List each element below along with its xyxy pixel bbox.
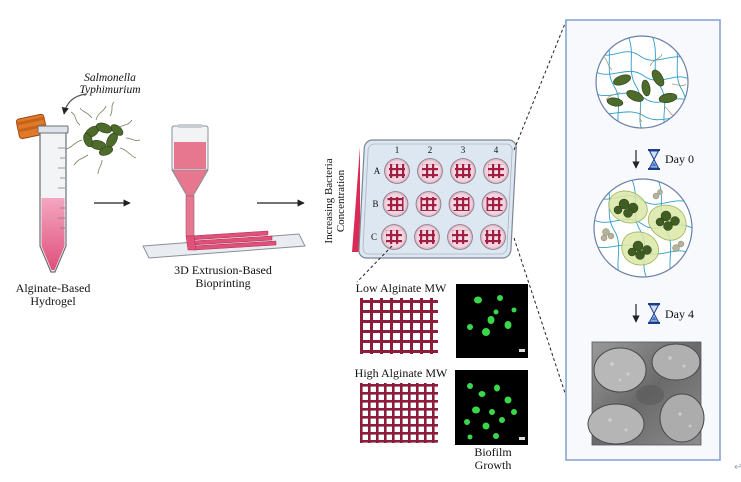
high-mw-microscopy-image xyxy=(455,370,528,445)
plate-well xyxy=(415,191,442,217)
hydrogel-label-line1: Alginate-Based xyxy=(16,281,91,295)
fluorescent-colony xyxy=(511,409,517,415)
plate-well xyxy=(483,158,509,184)
fluorescent-colony xyxy=(489,409,495,415)
fluorescent-colony xyxy=(499,417,505,423)
plate-well xyxy=(480,224,506,250)
fluorescent-colony xyxy=(478,391,486,397)
high-mw-section: High Alginate MW xyxy=(355,366,528,445)
fluorescent-colony xyxy=(467,324,473,330)
hydrogel-mesh-day0-circle xyxy=(595,35,689,129)
day0-marker: Day 0 xyxy=(632,149,694,170)
plate-well xyxy=(381,224,407,250)
plate-column-label: 1 xyxy=(395,145,400,155)
fluorescent-colony xyxy=(482,422,490,430)
hydrogel-label: Alginate-Based Hydrogel xyxy=(16,281,91,308)
concentration-gradient-wedge xyxy=(352,147,360,252)
plate-row-label: C xyxy=(371,232,377,242)
plate-well xyxy=(382,191,409,217)
plate-well xyxy=(384,158,410,184)
back-arrow-icon: ↵ xyxy=(734,462,741,473)
hourglass-icon xyxy=(648,149,660,170)
printing-label-line2: Bioprinting xyxy=(195,276,250,290)
biofilm-label: Biofilm Growth xyxy=(474,445,512,472)
plate-column-label: 3 xyxy=(461,145,466,155)
plate-column-labels: 1 2 3 4 xyxy=(395,145,499,155)
fluorescent-colony xyxy=(511,307,517,313)
axis-label-line1: Increasing Bacteria xyxy=(323,158,335,243)
plate-well xyxy=(414,224,440,250)
biofilm-label-line1: Biofilm xyxy=(474,445,512,459)
bioprinter-icon xyxy=(142,124,306,259)
plate-well xyxy=(448,191,475,217)
organism-name-line1: Salmonella xyxy=(84,72,136,84)
plate-well xyxy=(447,224,473,250)
plate-row-labels: A B C xyxy=(371,166,381,242)
printing-label: 3D Extrusion-Based Bioprinting xyxy=(174,263,272,290)
plate-well xyxy=(417,158,443,184)
day0-label: Day 0 xyxy=(665,152,694,166)
plate-column-label: 4 xyxy=(494,145,499,155)
high-mw-label: High Alginate MW xyxy=(355,366,448,380)
biofilm-forming-circle xyxy=(593,178,693,278)
hydrogel-label-line2: Hydrogel xyxy=(30,294,76,308)
biofilm-label-line2: Growth xyxy=(475,458,512,472)
fluorescent-colony xyxy=(487,316,495,324)
printing-label-line1: 3D Extrusion-Based xyxy=(174,263,272,277)
zoom-connector-top xyxy=(513,20,567,151)
plate-row-label: A xyxy=(374,166,381,176)
plate-row-label: B xyxy=(372,199,378,209)
high-mw-lattice-icon xyxy=(360,383,438,443)
plate-wells xyxy=(381,158,509,250)
fluorescent-colony xyxy=(504,321,512,329)
sem-micrograph xyxy=(587,341,705,446)
low-mw-section: Low Alginate MW xyxy=(356,281,528,358)
low-mw-label: Low Alginate MW xyxy=(356,281,447,295)
fluorescent-colony xyxy=(493,309,499,315)
organism-name-line2: Typhimurium xyxy=(79,84,140,96)
falcon-tube-icon xyxy=(15,113,69,273)
day4-label: Day 4 xyxy=(665,307,694,321)
fluorescent-colony xyxy=(493,433,499,439)
low-mw-lattice-icon xyxy=(360,298,438,354)
plate-well xyxy=(450,158,476,184)
fluorescent-colony xyxy=(482,328,490,336)
fluorescent-colony xyxy=(504,396,512,404)
bacteria-cluster-icon xyxy=(65,101,141,175)
fluorescent-colony xyxy=(464,419,470,425)
organism-pointer-arrow xyxy=(61,93,87,115)
plate-column-label: 2 xyxy=(428,145,433,155)
axis-label-line2: Concentration xyxy=(335,169,347,232)
fluorescent-colony xyxy=(467,383,473,389)
hourglass-icon xyxy=(648,303,660,324)
organism-label: Salmonella Typhimurium xyxy=(79,72,140,96)
zoom-connector-bottom xyxy=(513,237,567,397)
fluorescent-colony xyxy=(497,295,503,301)
fluorescent-colony xyxy=(472,406,480,414)
fluorescent-colony xyxy=(494,384,500,392)
plate-well xyxy=(481,191,508,217)
concentration-axis: Increasing Bacteria Concentration xyxy=(323,147,360,252)
fluorescent-colony xyxy=(467,434,473,440)
zoom-guide-line xyxy=(356,245,393,283)
fluorescent-colony xyxy=(474,296,482,304)
day4-marker: Day 4 xyxy=(632,303,694,324)
